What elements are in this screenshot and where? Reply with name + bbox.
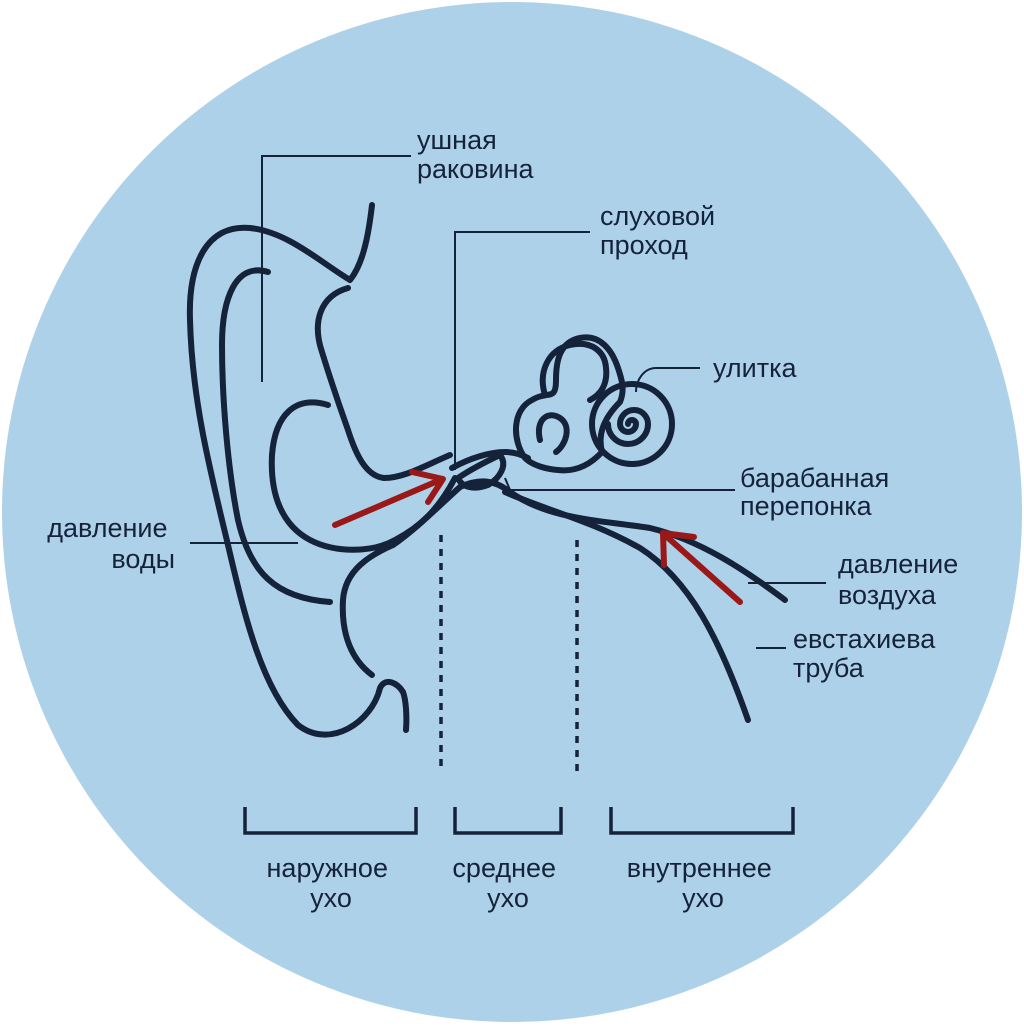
ear-drawing <box>186 202 788 738</box>
bracket-inner-ear <box>609 807 795 835</box>
section-outer-ear: наружное ухо <box>267 853 396 913</box>
label-air-pressure: давление воздуха <box>838 549 966 610</box>
leader-eardrum <box>504 477 735 491</box>
label-eustachian-tube: евстахиева труба <box>793 624 943 683</box>
label-eardrum: барабанная перепонка <box>740 463 897 521</box>
leader-ear-canal <box>454 231 590 470</box>
helix-outer <box>186 202 410 738</box>
section-inner-ear: внутреннее ухо <box>627 853 780 913</box>
eardrum-shape <box>455 452 507 491</box>
bracket-outer-ear <box>243 807 418 835</box>
water-pressure-arrow <box>332 477 443 528</box>
ossicle-detail <box>535 412 570 455</box>
cochlea-spiral <box>589 381 675 467</box>
bracket-middle-ear <box>453 807 563 835</box>
leader-cochlea <box>635 367 700 393</box>
label-water-pressure: давление воды <box>47 513 175 574</box>
leader-auricle <box>261 155 411 382</box>
air-pressure-arrow <box>663 533 743 605</box>
label-ear-canal: слуховой проход <box>600 201 723 260</box>
section-middle-ear: среднее ухо <box>452 853 563 913</box>
helix-inner <box>314 285 453 481</box>
semicircular-canals <box>539 340 610 403</box>
pressure-arrows <box>332 469 743 605</box>
label-auricle: ушная раковина <box>417 125 535 184</box>
water-pressure-arrowhead <box>409 469 446 505</box>
ossicles <box>512 334 626 474</box>
tragus <box>339 542 396 678</box>
label-cochlea: улитка <box>713 353 798 383</box>
antihelix <box>219 267 333 605</box>
eustachian-tube-lower <box>502 489 751 723</box>
air-pressure-arrowhead <box>660 530 697 568</box>
